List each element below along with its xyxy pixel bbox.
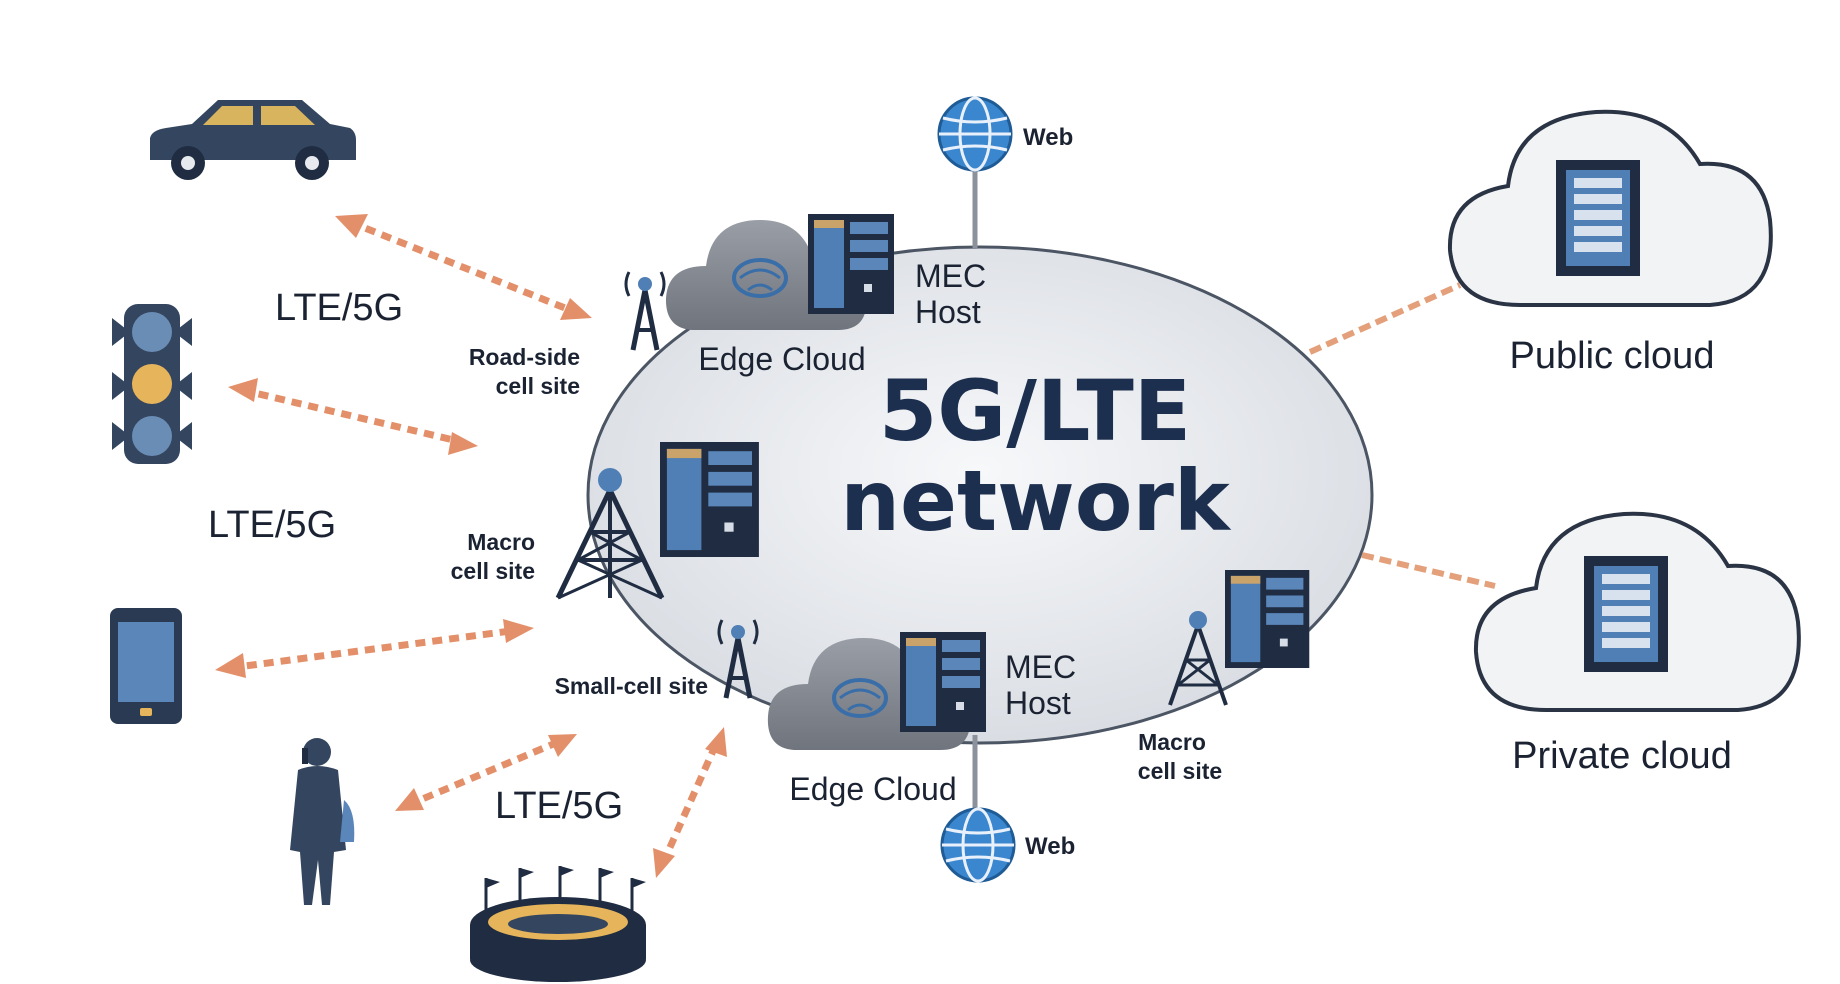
network-oval [586, 245, 1374, 745]
web-label-bottom: Web [1025, 833, 1075, 860]
edge-cloud-bottom-label: Edge Cloud [789, 771, 956, 807]
smartphone-icon [110, 608, 182, 724]
mec-host-bottom-label-line1: MEC [1005, 649, 1076, 685]
edge-cloud-top-label: Edge Cloud [698, 341, 865, 377]
lte-arrow-stadium [653, 727, 727, 878]
public-cloud-icon [1447, 109, 1773, 307]
public-cloud-link [1308, 282, 1462, 355]
car-icon [150, 100, 356, 180]
mec-server-top-icon [808, 214, 894, 314]
macro-tower-right-icon [1168, 611, 1228, 706]
network-title-line1: 5G/LTE [879, 362, 1191, 460]
private-cloud-label: Private cloud [1512, 735, 1732, 777]
globe-bottom-icon [940, 807, 1016, 883]
mec-host-top-label-line1: MEC [915, 258, 986, 294]
macro-left-site-label-line1: Macro [467, 529, 535, 555]
road-side-site-label-line1: Road-side [469, 344, 580, 370]
private-cloud-link [1361, 552, 1496, 589]
macro-right-site-label-line1: Macro [1138, 729, 1206, 755]
lte-arrow-car [335, 214, 592, 320]
small-cell-site-label: Small-cell site [555, 673, 708, 699]
lte-label-2: LTE/5G [208, 504, 336, 546]
web-label-top: Web [1023, 124, 1073, 151]
road-side-tower-icon [626, 272, 664, 350]
road-side-site-label-line2: cell site [496, 373, 580, 399]
public-cloud-label: Public cloud [1510, 335, 1715, 377]
server-right-icon [1225, 570, 1310, 668]
traffic-light-icon [112, 304, 192, 464]
globe-top-icon [937, 96, 1013, 172]
network-title-line2: network [840, 452, 1232, 550]
mec-host-bottom-label-line2: Host [1005, 685, 1071, 721]
lte-arrow-smartphone [215, 619, 534, 678]
lte-label-3: LTE/5G [495, 785, 623, 827]
mec-server-bottom-icon [900, 632, 986, 732]
private-cloud-icon [1473, 511, 1801, 712]
lte-arrow-traffic-light [228, 378, 478, 455]
lte-arrow-pedestrian [395, 734, 577, 811]
mec-host-top-label-line2: Host [915, 294, 981, 330]
server-left-icon [660, 442, 759, 557]
macro-right-site-label-line2: cell site [1138, 758, 1222, 784]
macro-tower-left-icon [555, 468, 665, 600]
lte-label-1: LTE/5G [275, 287, 403, 329]
macro-left-site-label-line2: cell site [451, 558, 535, 584]
stadium-icon [470, 866, 646, 982]
pedestrian-icon [290, 738, 355, 905]
